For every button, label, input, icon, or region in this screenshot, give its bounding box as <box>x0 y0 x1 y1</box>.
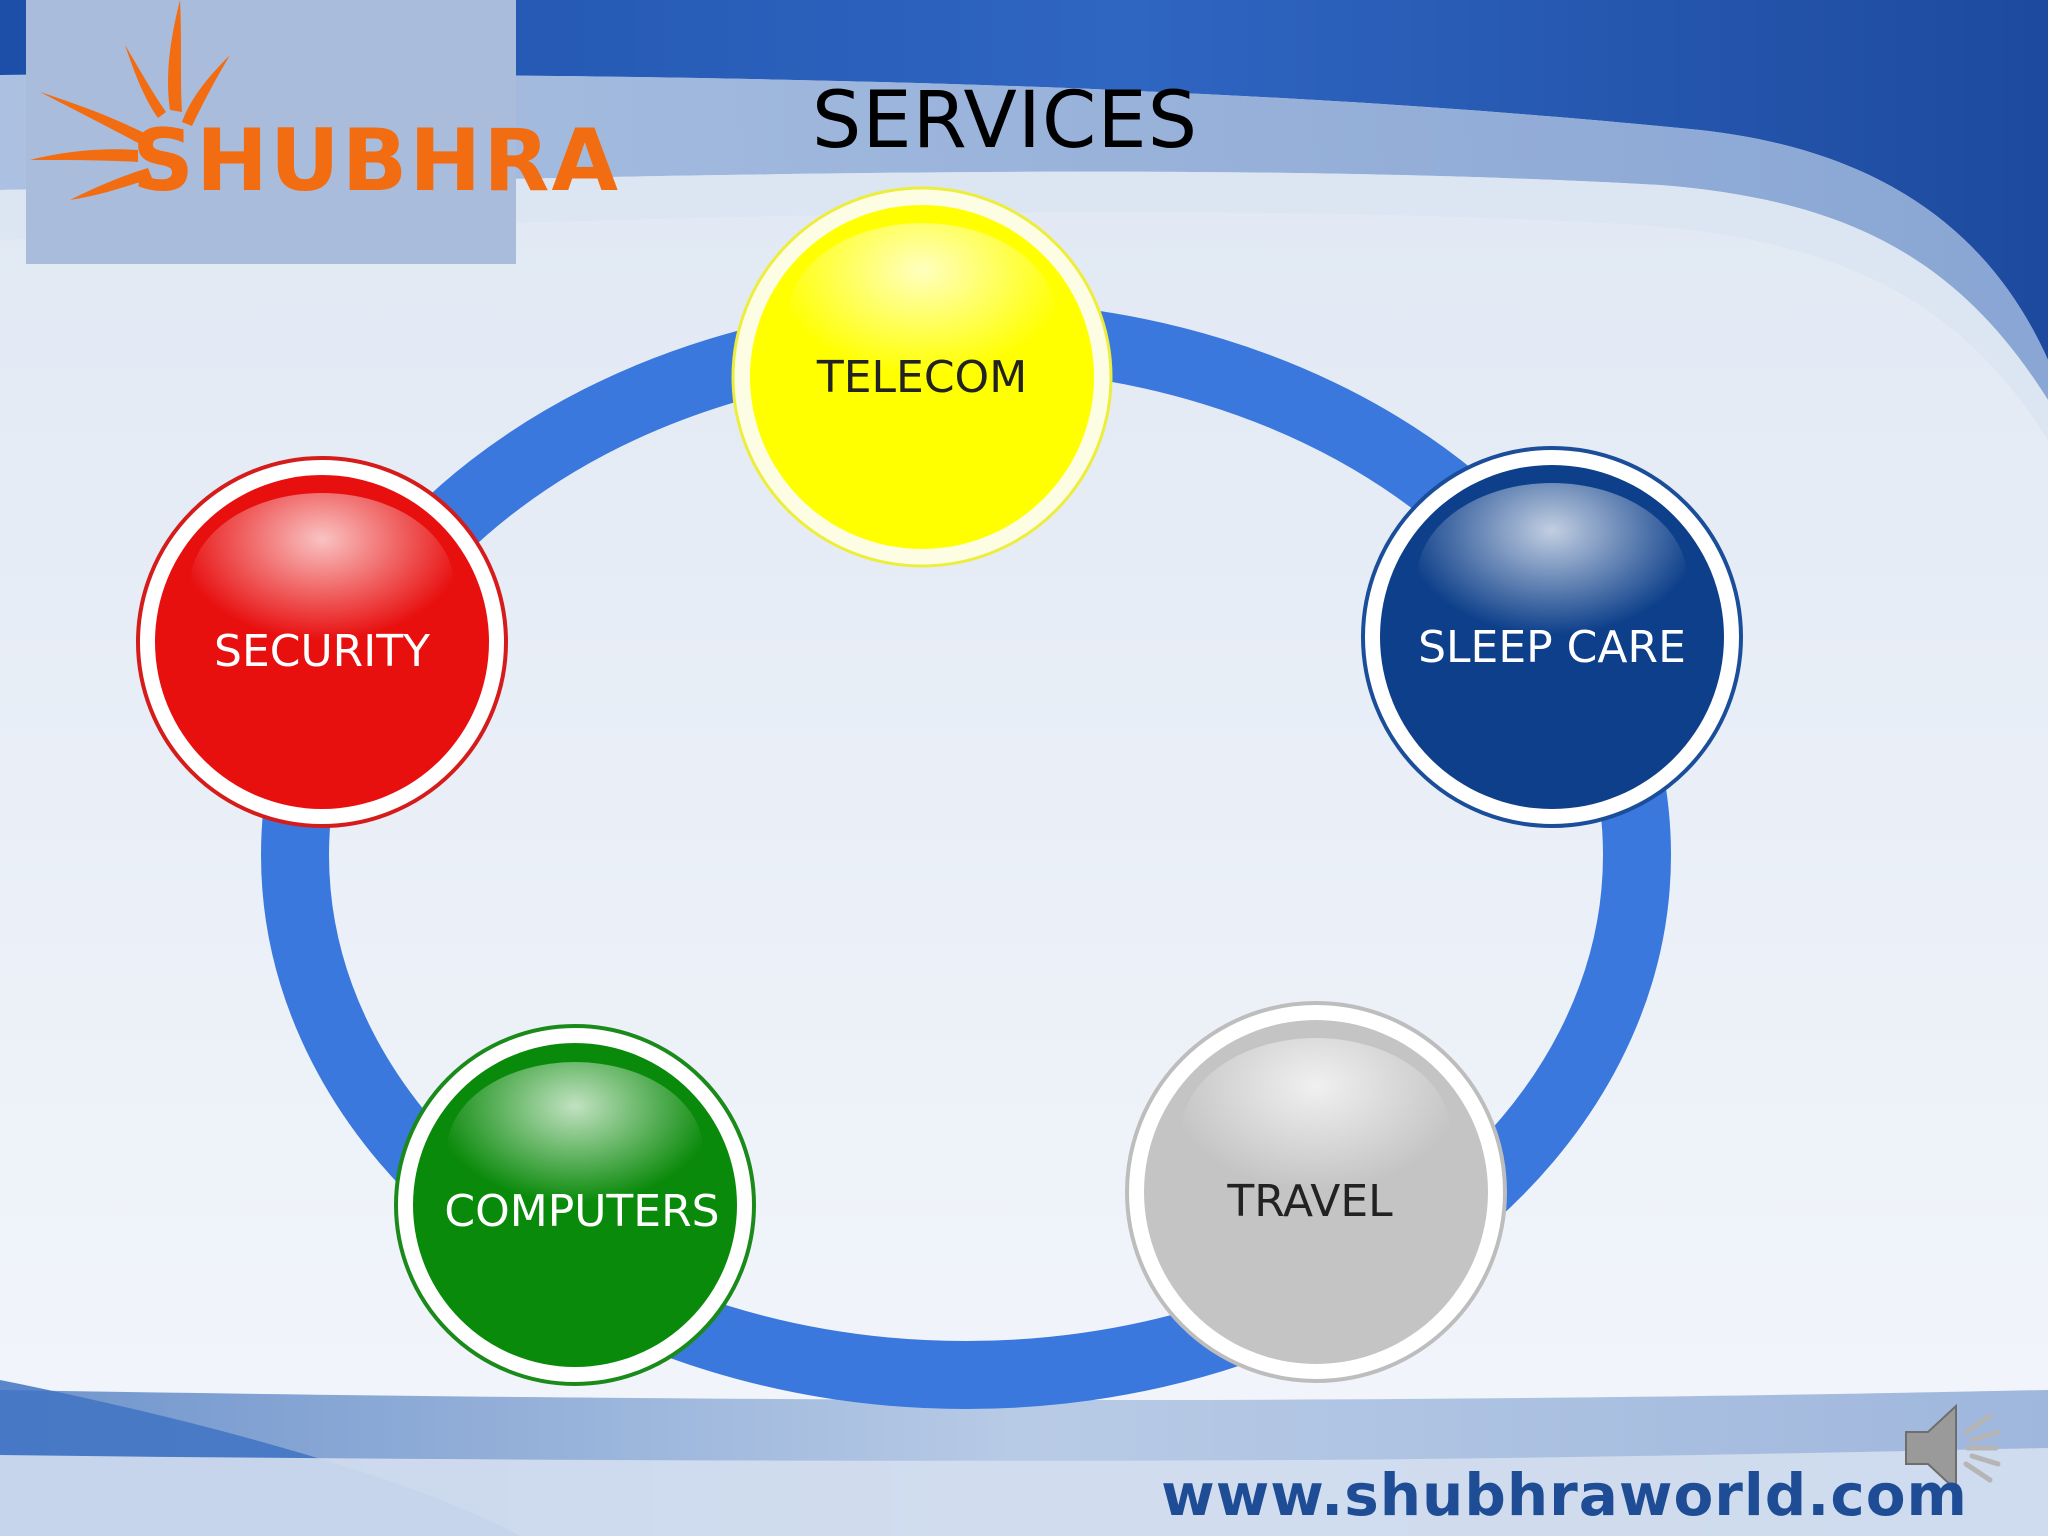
slide-title: SERVICES <box>811 76 1199 166</box>
node-security <box>136 456 508 828</box>
node-travel <box>1125 1001 1507 1383</box>
sun-rays-logo-icon <box>30 0 230 200</box>
node-label-security: SECURITY <box>214 626 430 677</box>
node-telecom <box>731 186 1113 568</box>
node-label-telecom: TELECOM <box>816 352 1028 403</box>
speaker-icon[interactable] <box>1900 1396 2010 1500</box>
node-label-computers: COMPUTERS <box>444 1186 720 1237</box>
logo-text: SHUBHRA <box>132 111 621 211</box>
logo-box <box>26 0 516 264</box>
node-sleep-care <box>1361 446 1743 828</box>
node-label-sleep-care: SLEEP CARE <box>1418 622 1686 673</box>
node-label-travel: TRAVEL <box>1227 1176 1393 1227</box>
website-url[interactable]: www.shubhraworld.com <box>1161 1461 1968 1529</box>
node-computers <box>394 1024 756 1386</box>
